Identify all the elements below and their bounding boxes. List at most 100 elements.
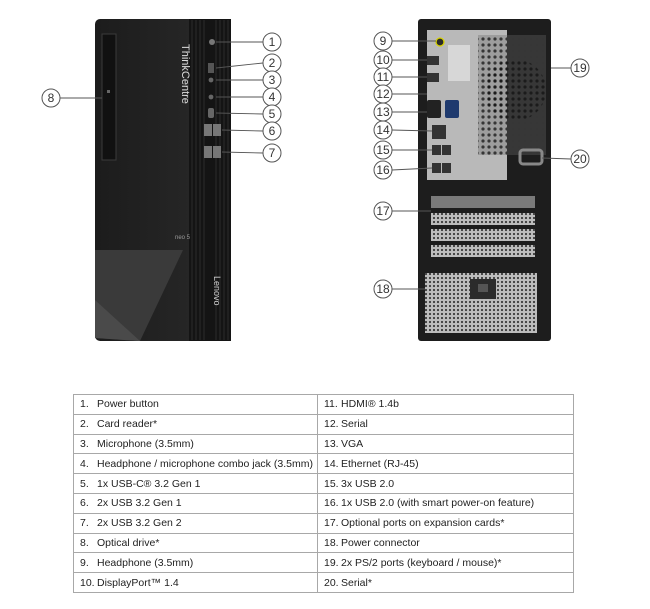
port-number: 20.	[324, 576, 339, 589]
port-label: Serial	[341, 418, 368, 431]
callout-4: 4	[269, 90, 276, 104]
port-label: Power button	[97, 398, 159, 411]
combo-jack	[208, 94, 214, 100]
ports-legend-table: 1. Power button 11.HDMI® 1.4b 2. Card reader…	[73, 394, 574, 593]
table-row: 8.Optical drive*18.Power connector	[73, 532, 574, 554]
port-number: 5.	[80, 477, 89, 490]
headphone-jack-rear	[435, 37, 445, 47]
port-label: 1x USB-C® 3.2 Gen 1	[97, 477, 201, 490]
callout-15: 15	[376, 143, 390, 157]
table-row: 3. Microphone (3.5mm) 13.VGA	[73, 433, 574, 455]
port-cell: 5. 1x USB-C® 3.2 Gen 1	[73, 473, 318, 494]
callout-11: 11	[377, 70, 390, 84]
port-number: 7.	[80, 517, 89, 530]
pc-ports-diagram: ThinkCentre neo 5 Lenovo	[41, 19, 590, 341]
port-label: 2x USB 3.2 Gen 1	[97, 497, 182, 510]
callout-3: 3	[269, 73, 276, 87]
port-cell: 15.3x USB 2.0	[317, 473, 574, 494]
rear-view	[418, 19, 551, 341]
callout-2: 2	[269, 56, 276, 70]
port-number: 6.	[80, 497, 89, 510]
port-number: 17.	[324, 517, 339, 530]
port-label: Optical drive*	[97, 536, 160, 549]
port-cell: 17.Optional ports on expansion cards*	[317, 512, 574, 534]
port-label: Power connector	[341, 536, 420, 549]
port-number: 16.	[324, 497, 339, 510]
callout-13: 13	[376, 105, 390, 119]
port-label: Headphone (3.5mm)	[97, 556, 194, 569]
port-label: 2x USB 3.2 Gen 2	[97, 517, 182, 530]
table-row: 9. Headphone (3.5mm) 19.2x PS/2 ports (key…	[73, 552, 574, 574]
port-number: 12.	[324, 418, 339, 431]
port-cell: 13.VGA	[317, 433, 574, 455]
port-cell: 3. Microphone (3.5mm)	[73, 433, 318, 455]
callout-12: 12	[376, 87, 390, 101]
callout-20: 20	[573, 152, 587, 166]
port-label: HDMI® 1.4b	[341, 398, 399, 411]
port-number: 19.	[324, 556, 339, 569]
port-cell: 20.Serial*	[317, 572, 574, 593]
table-row: 7. 2x USB 3.2 Gen 2 17.Optional ports on e…	[73, 512, 574, 534]
port-label: Serial*	[341, 576, 372, 589]
port-cell: 8.Optical drive*	[73, 532, 318, 554]
callout-17: 17	[376, 204, 390, 218]
lenovo-logo: Lenovo	[212, 276, 222, 306]
port-number: 11.	[324, 398, 338, 411]
table-row: 4. Headphone / microphone combo jack (3.5…	[73, 453, 574, 475]
port-cell: 16.1x USB 2.0 (with smart power-on featu…	[317, 492, 574, 514]
callout-16: 16	[376, 163, 390, 177]
port-cell: 12.Serial	[317, 413, 574, 435]
port-cell: 6. 2x USB 3.2 Gen 1	[73, 492, 318, 514]
port-number: 13.	[324, 437, 339, 450]
callout-19: 19	[573, 61, 587, 75]
port-number: 9.	[80, 556, 89, 569]
port-cell: 10.DisplayPort™ 1.4	[73, 572, 318, 593]
port-label: VGA	[341, 437, 364, 450]
port-cell: 7. 2x USB 3.2 Gen 2	[73, 512, 318, 534]
table-row: 2. Card reader* 12.Serial	[73, 413, 574, 435]
table-row: 5. 1x USB-C® 3.2 Gen 1 15.3x USB 2.0	[73, 473, 574, 494]
power-button	[209, 39, 215, 45]
callout-14: 14	[376, 123, 390, 137]
front-view: ThinkCentre neo 5 Lenovo	[95, 19, 231, 341]
port-number: 18.	[324, 536, 339, 549]
port-label: Card reader*	[97, 418, 158, 431]
callout-1: 1	[269, 35, 276, 49]
port-number: 14.	[324, 457, 339, 470]
port-label: Ethernet (RJ-45)	[341, 457, 419, 470]
model-badge: neo 5	[175, 235, 191, 241]
port-number: 4.	[80, 457, 89, 470]
callout-5: 5	[269, 107, 276, 121]
port-cell: 14.Ethernet (RJ-45)	[317, 453, 574, 475]
port-cell: 9. Headphone (3.5mm)	[73, 552, 318, 574]
port-number: 10.	[80, 576, 95, 589]
port-label: Headphone / microphone combo jack (3.5mm…	[97, 457, 313, 470]
port-cell: 2. Card reader*	[73, 413, 318, 435]
callout-7: 7	[269, 146, 276, 160]
ethernet-port	[432, 125, 446, 139]
callout-9: 9	[380, 34, 387, 48]
brand-text: ThinkCentre	[179, 44, 191, 104]
mic-jack	[208, 77, 214, 83]
port-label: 2x PS/2 ports (keyboard / mouse)*	[341, 556, 502, 569]
table-row: 1. Power button 11.HDMI® 1.4b	[73, 394, 574, 415]
optical-drive-bay	[101, 33, 117, 161]
callout-8: 8	[48, 91, 55, 105]
port-cell: 4. Headphone / microphone combo jack (3.5…	[73, 453, 318, 475]
port-number: 2.	[80, 418, 89, 431]
usb-c-port	[208, 108, 214, 118]
port-label: DisplayPort™ 1.4	[97, 576, 179, 589]
port-cell: 19.2x PS/2 ports (keyboard / mouse)*	[317, 552, 574, 574]
port-cell: 1. Power button	[73, 394, 318, 415]
port-cell: 11.HDMI® 1.4b	[317, 394, 574, 415]
port-number: 3.	[80, 437, 89, 450]
port-number: 1.	[80, 398, 89, 411]
card-reader-slot	[208, 63, 214, 73]
port-label: Microphone (3.5mm)	[97, 437, 194, 450]
port-label: 3x USB 2.0	[341, 477, 395, 490]
port-label: Optional ports on expansion cards*	[341, 517, 505, 530]
table-row: 6. 2x USB 3.2 Gen 1 16.1x USB 2.0 (with sm…	[73, 492, 574, 514]
port-cell: 18.Power connector	[317, 532, 574, 554]
port-label: 1x USB 2.0 (with smart power-on feature)	[341, 497, 535, 510]
